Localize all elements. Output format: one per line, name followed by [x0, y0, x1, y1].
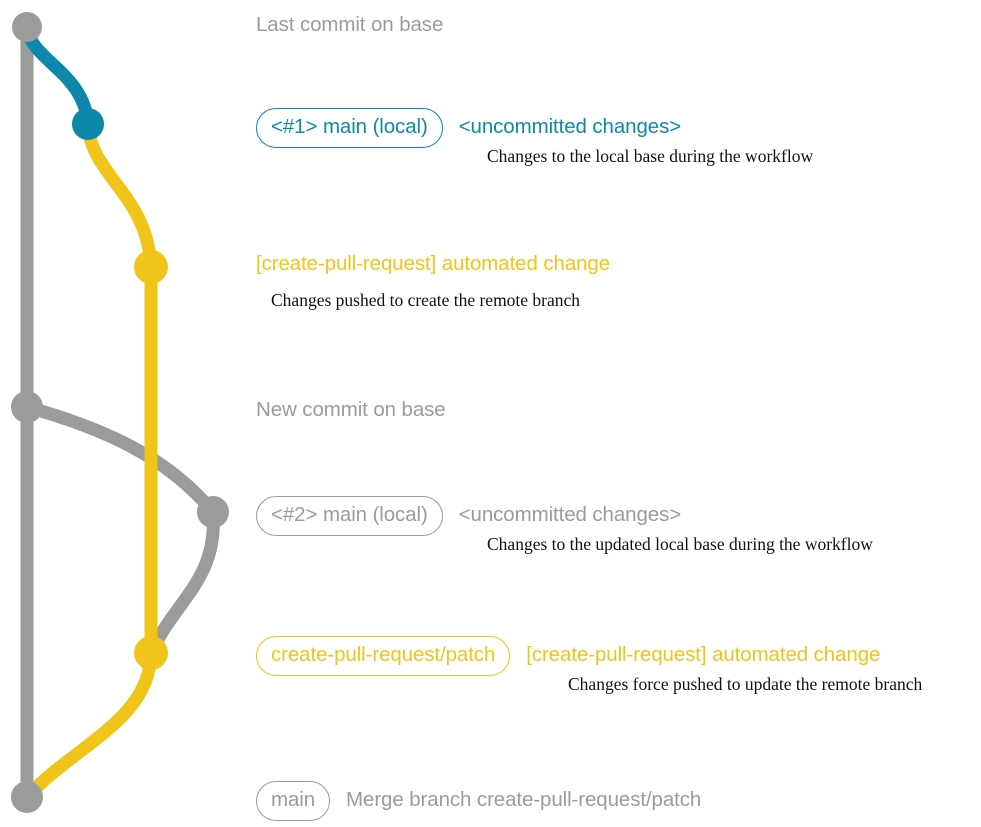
graph-node-base-last[interactable] [12, 12, 42, 42]
commit-subject-local-2: <uncommitted changes> [458, 503, 682, 526]
commit-row-local-2: <#2> main (local) <uncommitted changes> [256, 496, 681, 536]
commit-row-patch-1: [create-pull-request] automated change [256, 252, 610, 276]
graph-node-local-1[interactable] [72, 108, 104, 140]
commit-row-patch-2: create-pull-request/patch [create-pull-r… [256, 636, 880, 676]
graph-edge-local2-to-patch2 [144, 505, 220, 660]
commit-subject-patch-1: [create-pull-request] automated change [256, 252, 611, 275]
graph-node-base-merge[interactable] [11, 781, 43, 813]
commit-subject-merge: Merge branch create-pull-request/patch [346, 788, 702, 811]
commit-subject-last-base: Last commit on base [256, 13, 444, 36]
graph-edge-patch2-to-merge [20, 646, 158, 804]
graph-node-patch-2[interactable] [134, 636, 168, 670]
commit-subject-new-base: New commit on base [256, 398, 446, 421]
commit-row-local-1: <#1> main (local) <uncommitted changes> [256, 108, 681, 148]
graph-edge-patch-lane [81, 117, 158, 660]
commit-row-last-base: Last commit on base [256, 13, 443, 37]
graph-edge-base-to-local1 [20, 20, 95, 131]
ref-badge-main-local-2[interactable]: <#2> main (local) [256, 496, 443, 536]
commit-description-patch-2: Changes force pushed to update the remot… [568, 674, 923, 694]
commit-description-local-1: Changes to the local base during the wor… [487, 146, 814, 166]
ref-badge-main-local-1[interactable]: <#1> main (local) [256, 108, 443, 148]
commit-subject-local-1: <uncommitted changes> [458, 115, 682, 138]
graph-node-patch-1[interactable] [134, 250, 168, 284]
graph-node-local-2[interactable] [197, 496, 229, 528]
commit-description-patch-1: Changes pushed to create the remote bran… [271, 290, 581, 310]
commit-row-merge: main Merge branch create-pull-request/pa… [256, 781, 701, 821]
graph-node-base-new[interactable] [11, 391, 43, 423]
graph-edge-base-to-local2 [20, 400, 220, 519]
ref-badge-main[interactable]: main [256, 781, 331, 821]
commit-subject-patch-2: [create-pull-request] automated change [526, 643, 881, 666]
ref-badge-create-pull-request-patch[interactable]: create-pull-request/patch [256, 636, 511, 676]
commit-description-local-2: Changes to the updated local base during… [487, 534, 873, 554]
commit-row-new-base: New commit on base [256, 398, 446, 422]
